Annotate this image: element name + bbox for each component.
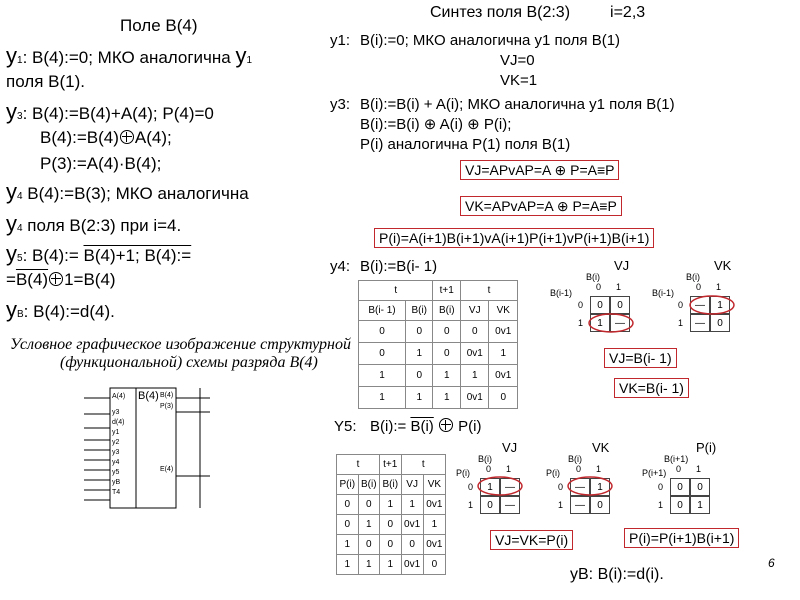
block-label: B(4) [138,390,159,402]
right-pins: B(4) P(3) E(4) [160,392,174,473]
page-number: 6 [768,556,775,570]
left-line-7: y4 поля B(2:3) при i=4. [6,211,182,236]
xor-icon [119,130,134,144]
left-line-1: y1: B(4):=0; МКО аналогична y1 [6,43,253,68]
vk2-formula-box: VK=B(i- 1) [614,378,689,398]
left-line-9: =B(4)1=B(4) [6,270,116,289]
y3-line-3: P(i) аналогична P(1) поля B(1) [360,136,571,153]
p-formula-box: P(i)=A(i+1)B(i+1)vA(i+1)P(i+1)vP(i+1)B(i… [374,228,655,248]
y1-vk: VK=1 [500,72,538,89]
caption-line-1: Условное графическое изображение структу… [10,336,351,353]
y4-line: y4:B(i):=B(i- 1) [330,258,438,275]
y5-line: Y5:B(i):= B(i) P(i) [334,418,482,435]
left-line-3: y3: B(4):=B(4)+A(4); P(4)=0 [6,99,214,124]
xor-icon [49,272,64,286]
xor-icon [438,418,453,432]
vj-formula-box: VJ=APvAP=A ⊕ P=A≡P [460,160,620,180]
left-title: Поле B(4) [120,16,198,35]
y3-line-1: y3:B(i):=B(i) + A(i); МКО аналогична y1 … [330,96,675,113]
vjvk-formula-box: VJ=VK=P(i) [490,530,574,550]
y1-line: y1:B(i):=0; МКО аналогична y1 поля B(1) [330,32,621,49]
left-line-2: поля B(1). [6,72,85,91]
left-line-4: B(4):=B(4)A(4); [40,128,172,147]
left-line-5: P(3):=A(4)·B(4); [40,154,162,173]
vj2-formula-box: VJ=B(i- 1) [604,348,677,368]
block-diagram [84,387,210,509]
y3-line-2: B(i):=B(i) ⊕ A(i) ⊕ P(i); [360,116,512,133]
yb-line: yB: B(i):=d(i). [570,566,664,583]
left-line-10: yB: B(4):=d(4). [6,297,115,322]
left-line-6: y4 B(4):=B(3); МКО аналогична [6,179,249,204]
p2-formula-box: P(i)=P(i+1)B(i+1) [624,528,740,548]
vk-formula-box: VK=APvAP=A ⊕ P=A≡P [460,196,622,216]
left-pins: A(4) y3 d(4) y1 y2 y3 y4 y5 yB T4 [112,393,126,496]
left-line-8: y5: B(4):= B(4)+1; B(4):= [6,241,192,266]
caption-line-2: (функциональной) схемы разряда B(4) [60,354,318,371]
y1-vj: VJ=0 [500,52,535,69]
right-title: Синтез поля B(2:3)i=2,3 [430,4,646,21]
